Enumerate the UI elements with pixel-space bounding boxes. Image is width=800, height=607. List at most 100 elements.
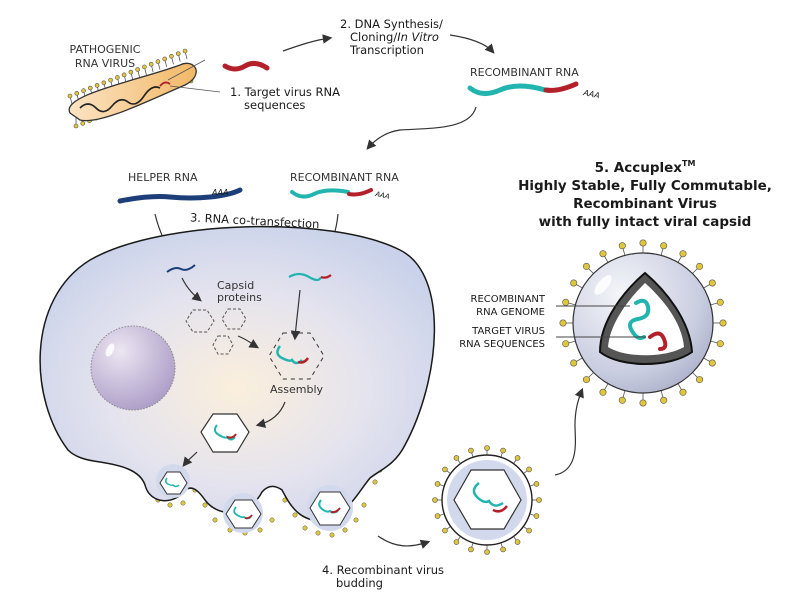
target-segment	[159, 81, 171, 87]
spike-protein	[562, 298, 570, 306]
step5-title: 5. AccuplexTM Highly Stable, Fully Commu…	[518, 159, 772, 230]
spike-protein	[570, 279, 578, 287]
svg-text:with fully intact viral capsid: with fully intact viral capsid	[539, 214, 752, 230]
spike-protein	[115, 75, 120, 80]
helper-rna-in-cell	[166, 264, 196, 273]
spike-protein	[582, 376, 590, 384]
spike-protein	[484, 445, 490, 451]
spike-protein	[500, 447, 506, 454]
spike-protein	[468, 447, 474, 454]
pathogen-envelope	[68, 62, 197, 122]
recombinant-rna-top-label: RECOMBINANT RNA	[470, 66, 579, 79]
spike-protein	[533, 481, 540, 487]
recombinant-rna-mid-label: RECOMBINANT RNA	[290, 171, 399, 184]
spike-protein	[269, 517, 275, 523]
spike-protein	[162, 56, 168, 62]
spike-protein	[121, 72, 127, 78]
arrow-step2-to-rna	[449, 34, 495, 54]
spike-protein	[582, 262, 590, 270]
spike-protein	[442, 527, 448, 534]
accuplex-virus	[559, 239, 727, 407]
spike-protein	[660, 396, 668, 404]
budding-capsid-1	[159, 471, 188, 495]
spike-protein	[292, 512, 298, 518]
helper-rna-label: HELPER RNA	[128, 171, 198, 184]
spike-protein	[434, 481, 441, 487]
svg-text:Highly Stable, Fully Commutabl: Highly Stable, Fully Commutable,	[518, 178, 772, 194]
svg-text:AAA: AAA	[374, 190, 391, 201]
spike-protein	[302, 525, 308, 531]
accuplex-spikes	[559, 239, 727, 407]
spike-protein	[514, 539, 521, 545]
arrow-step1-to-2	[282, 34, 333, 52]
step3-label: 3. RNA co-transfection	[190, 210, 320, 231]
spike-protein	[167, 502, 173, 508]
assembling-capsid	[268, 332, 325, 380]
spike-protein	[180, 500, 186, 506]
pathogen-genome	[79, 86, 161, 113]
helper-rna: AAA	[117, 187, 243, 204]
spike-protein	[432, 497, 438, 503]
spike-protein	[169, 53, 174, 59]
spike-protein	[500, 546, 506, 553]
spike-protein	[719, 319, 727, 327]
spike-protein	[94, 83, 100, 88]
spike-protein	[679, 250, 687, 258]
spike-protein	[599, 250, 607, 258]
spike-protein	[257, 527, 263, 533]
capsid-protein-3	[212, 335, 234, 355]
arrow-budding-to-virion	[377, 535, 431, 549]
spike-protein	[484, 549, 490, 555]
spike-protein	[708, 279, 716, 287]
spike-protein	[73, 123, 79, 129]
spike-protein	[453, 455, 460, 461]
arrow-rna-to-transfection	[366, 106, 477, 150]
spike-protein	[353, 517, 359, 523]
spike-protein	[696, 262, 704, 270]
spike-protein	[108, 77, 113, 83]
spike-protein	[361, 502, 367, 508]
spike-protein	[716, 340, 724, 348]
spike-protein	[87, 85, 93, 91]
spike-protein	[708, 359, 716, 367]
spike-protein	[434, 513, 441, 519]
spike-protein	[639, 399, 647, 407]
spike-protein	[599, 388, 607, 396]
spike-protein	[101, 80, 107, 86]
spike-protein	[526, 466, 532, 473]
spike-protein	[74, 91, 80, 96]
spike-protein	[514, 455, 521, 461]
capsid-protein-1	[185, 309, 215, 333]
spike-protein	[679, 388, 687, 396]
spike-protein	[175, 51, 181, 56]
spike-protein	[212, 517, 218, 523]
spike-protein	[618, 242, 626, 250]
spike-protein	[315, 530, 321, 536]
spike-protein	[570, 359, 578, 367]
spike-protein	[453, 539, 460, 545]
spike-protein	[329, 532, 335, 538]
spike-protein	[342, 527, 348, 533]
spike-protein	[559, 319, 567, 327]
spike-protein	[372, 479, 378, 485]
spike-protein	[696, 376, 704, 384]
spike-protein	[128, 69, 134, 75]
svg-text:Recombinant Virus: Recombinant Virus	[573, 196, 717, 212]
spike-protein	[533, 513, 540, 519]
spike-protein	[81, 88, 86, 94]
released-virion	[432, 445, 542, 555]
svg-text:AAA: AAA	[211, 188, 228, 197]
spike-protein	[639, 239, 647, 247]
capsid-protein-2	[221, 308, 247, 330]
spike-protein	[716, 298, 724, 306]
assembled-capsid	[200, 413, 250, 453]
spike-protein	[80, 121, 86, 126]
nucleus	[90, 325, 176, 411]
